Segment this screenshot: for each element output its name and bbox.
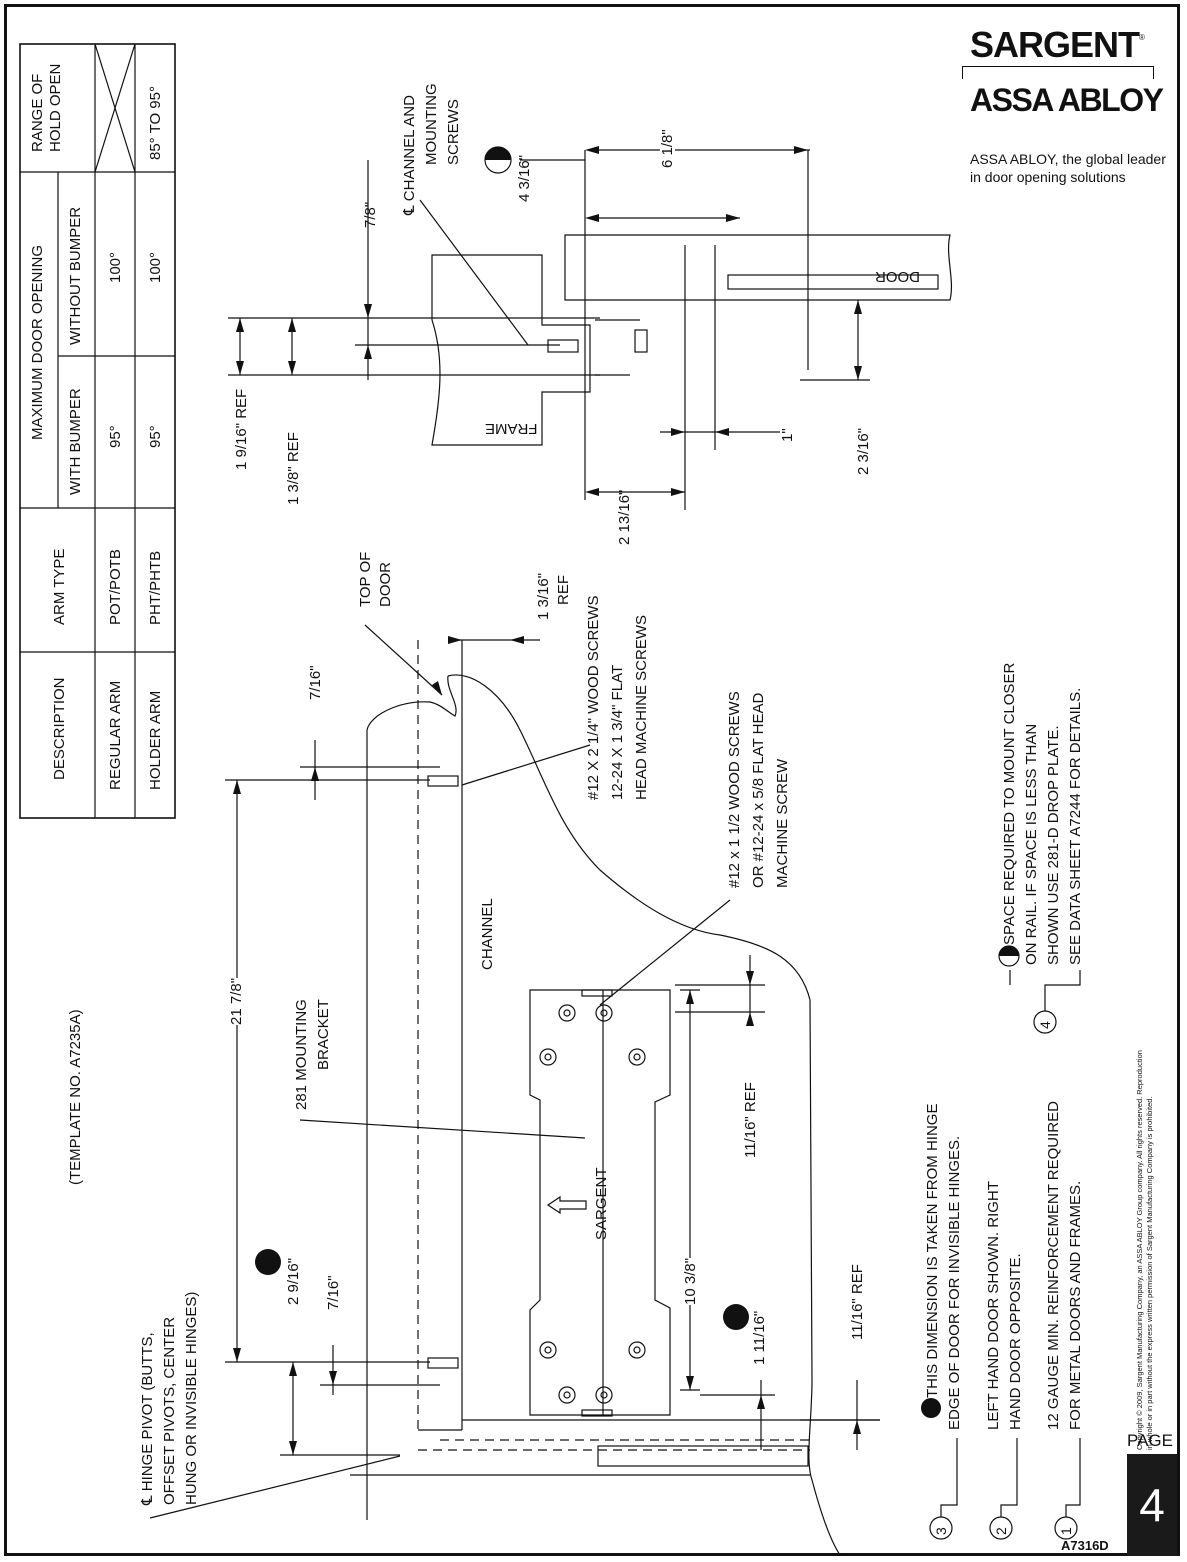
channel-screws-label-3: SCREWS [445,99,462,165]
screws-a-label-3: HEAD MACHINE SCREWS [633,614,650,800]
marker-dots [255,1249,941,1418]
channel-label: CHANNEL [479,898,496,970]
channel-screws-label-1: ℄ CHANNEL AND [401,95,418,215]
dim-7-8: 7/8" [362,201,379,228]
dim-7-16-a: 7/16" [307,665,324,700]
copyright-line-1: Copyright © 2009, Sargent Manufacturing … [1135,1050,1144,1450]
header-description: DESCRIPTION [51,677,68,780]
header-without-bumper: WITHOUT BUMPER [67,206,84,345]
channel-screws-label-2: MOUNTING [423,83,440,165]
dim-21-7-8: 21 7/8" [228,977,245,1025]
note-1-line2: FOR METAL DOORS AND FRAMES. [1067,1180,1084,1430]
row2-without-bumper: 100° [147,251,164,283]
dim-11-16-ref-b: 11/16" REF [849,1264,866,1340]
note-1-num: 1 [1058,1527,1074,1535]
door-label: DOOR [875,268,920,285]
header-range-2: HOLD OPEN [47,63,64,152]
dim-7-16-b: 7/16" [325,1275,342,1310]
dim-2-13-16: 2 13/16" [616,489,633,545]
note-2-line2: HAND DOOR OPPOSITE. [1007,1253,1024,1430]
drawing-sheet [4,4,1180,1556]
half-dot-markers [484,146,1020,967]
section-view [228,149,953,510]
dim-1-11-16: 1 11/16" [751,1310,768,1365]
header-arm-type: ARM TYPE [51,548,68,625]
dim-2-9-16: 2 9/16" [285,1257,302,1305]
header-with-bumper: WITH BUMPER [67,388,84,495]
registered-mark: ® [1139,33,1145,42]
spec-table-grid [19,43,176,819]
page-label: PAGE [1127,1431,1173,1450]
dim-6-1-8: 6 1/8" [659,129,676,168]
note-circles [929,970,1081,1540]
document-number: A7316D [1061,1538,1109,1553]
dim-1-9-16-ref: 1 9/16" REF [233,388,250,470]
screws-a-label-2: 12-24 X 1 3/4" FLAT [609,664,626,800]
screws-b-label-1: #12 x 1 1/2 WOOD SCREWS [726,691,743,888]
arrow-heads [233,146,862,1455]
sargent-bracket-label: SARGENT [593,1167,610,1240]
row1-description: REGULAR ARM [107,680,124,790]
dim-4-3-16: 4 3/16" [516,154,533,202]
mounting-bracket [529,989,671,1417]
dim-11-16-ref-a: 11/16" REF [742,1082,759,1158]
top-of-door-label-1: TOP OF [357,551,374,607]
note-4-line4: SEE DATA SHEET A7244 FOR DETAILS. [1067,687,1084,965]
hinge-pivot-label-2: OFFSET PIVOTS, CENTER [161,1316,178,1505]
note-4-line1: SPACE REQUIRED TO MOUNT CLOSER [1001,662,1018,945]
row2-description: HOLDER ARM [147,690,164,790]
sargent-logo: SARGENT [970,24,1140,65]
row2-with-bumper: 95° [147,425,164,448]
dim-10-3-8: 10 3/8" [682,1257,699,1305]
page-number: 4 [1127,1454,1177,1556]
row1-arm-type: POT/POTB [107,549,124,625]
note-3-num: 3 [933,1527,949,1535]
logo-separator [962,66,1154,79]
brand-tagline: ASSA ABLOY, the global leader in door op… [970,151,1166,185]
mounting-bracket-label-1: 281 MOUNTING [293,999,310,1110]
frame-label: FRAME [485,420,538,437]
hinge-pivot-label-3: HUNG OR INVISIBLE HINGES) [183,1291,200,1505]
dim-1-3-16-ref-2: REF [555,575,572,605]
hinge-pivot-label-1: ℄ HINGE PIVOT (BUTTS, [139,1332,156,1505]
note-2-num: 2 [993,1527,1009,1535]
leader-lines [149,624,731,1519]
door-outline [366,674,841,1556]
header-range-1: RANGE OF [29,73,46,152]
dim-1-3-16-ref-1: 1 3/16" [535,572,552,620]
plan-dimension-lines [225,639,880,1456]
note-4-line3: SHOWN USE 281-D DROP PLATE. [1045,725,1062,965]
note-4-line2: ON RAIL. IF SPACE IS LESS THAN [1023,723,1040,965]
channel-outline [350,640,880,1476]
dim-1-3-8-ref: 1 3/8" REF [285,432,302,505]
screws-b-label-2: OR #12-24 x 5/8 FLAT HEAD [750,692,767,888]
top-of-door-label-2: DOOR [377,562,394,607]
note-4-num: 4 [1037,1021,1053,1029]
dim-2-3-16: 2 3/16" [855,427,872,475]
copyright-line-2: in whole or in part without the express … [1145,1096,1154,1450]
row2-range: 85° TO 95° [147,86,164,160]
row1-without-bumper: 100° [107,251,124,283]
dim-1-inch: 1" [779,428,796,442]
note-3-line2: EDGE OF DOOR FOR INVISIBLE HINGES. [946,1135,963,1430]
screws-a-label-1: #12 X 2 1/4" WOOD SCREWS [585,595,602,800]
header-max-opening: MAXIMUM DOOR OPENING [29,244,46,440]
note-3-line1: THIS DIMENSION IS TAKEN FROM HINGE [924,1103,941,1398]
row2-arm-type: PHT/PHTB [147,550,164,625]
note-1-line1: 12 GAUGE MIN. REINFORCEMENT REQUIRED [1045,1101,1062,1430]
assa-abloy-logo: ASSA ABLOY [970,82,1164,118]
template-note: (TEMPLATE NO. A7235A) [67,1009,84,1185]
mounting-bracket-label-2: BRACKET [315,999,332,1070]
screws-b-label-3: MACHINE SCREW [774,758,791,888]
row1-with-bumper: 95° [107,425,124,448]
note-2-line1: LEFT HAND DOOR SHOWN. RIGHT [985,1181,1002,1430]
